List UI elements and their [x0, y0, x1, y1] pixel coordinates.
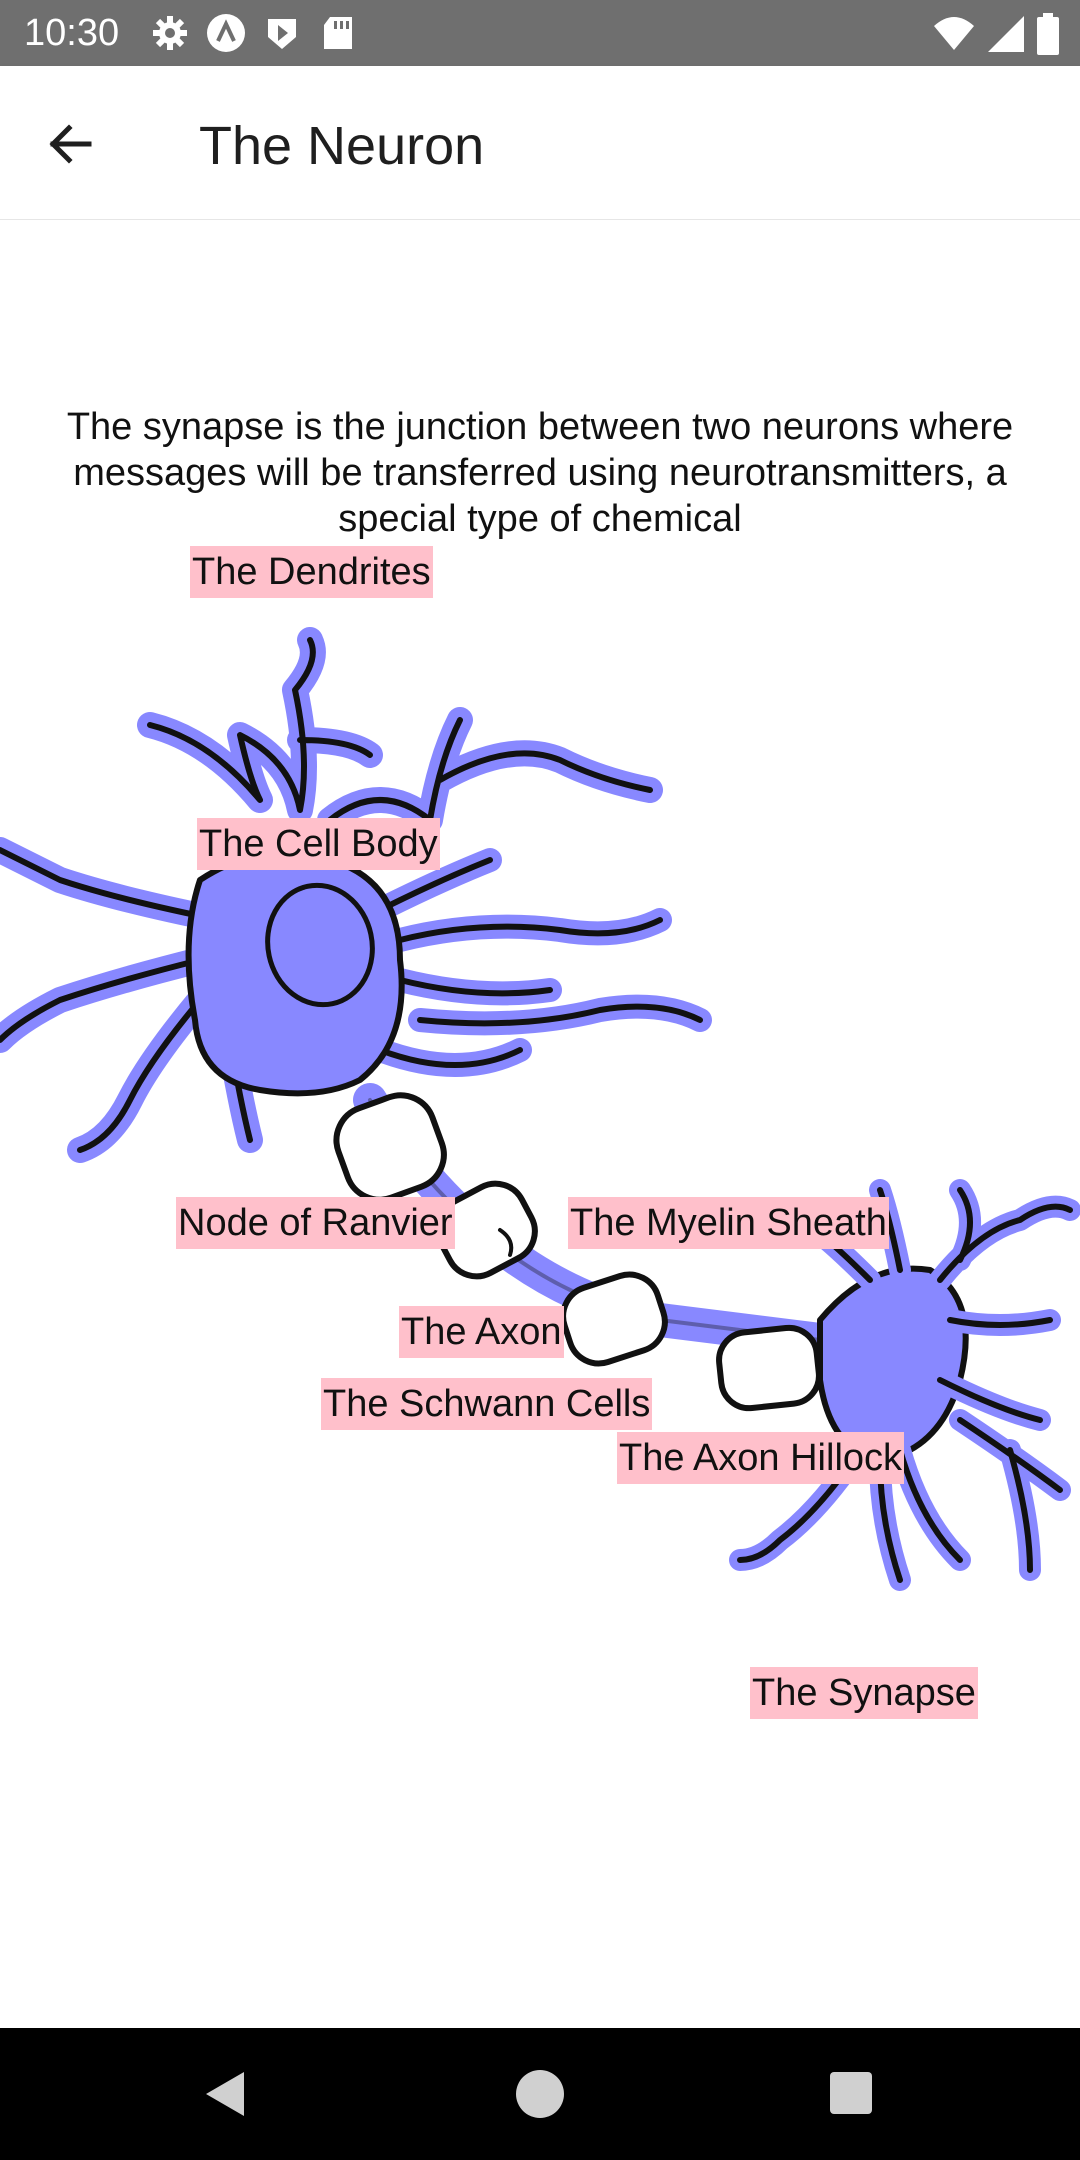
label-cell-body[interactable]: The Cell Body — [197, 818, 440, 870]
back-button[interactable] — [30, 106, 110, 186]
play-store-icon — [262, 13, 302, 53]
content-area: The synapse is the junction between two … — [0, 220, 1080, 2028]
label-synapse[interactable]: The Synapse — [750, 1667, 978, 1719]
label-axon[interactable]: The Axon — [399, 1306, 564, 1358]
status-time: 10:30 — [24, 12, 120, 54]
label-schwann-cells[interactable]: The Schwann Cells — [321, 1378, 653, 1430]
settings-icon — [150, 13, 190, 53]
label-node-of-ranvier[interactable]: Node of Ranvier — [176, 1197, 455, 1249]
page-title: The Neuron — [199, 116, 485, 176]
status-right-icons — [932, 13, 1060, 60]
nav-back-icon[interactable] — [200, 2068, 248, 2125]
sd-card-icon — [318, 13, 358, 53]
label-dendrites[interactable]: The Dendrites — [190, 546, 433, 598]
notification-a-icon — [206, 13, 246, 53]
nav-recents-icon[interactable] — [830, 2072, 872, 2114]
description-text: The synapse is the junction between two … — [66, 406, 1014, 540]
app-bar: The Neuron — [0, 66, 1080, 220]
label-axon-hillock[interactable]: The Axon Hillock — [617, 1432, 905, 1484]
nav-home-icon[interactable] — [516, 2070, 564, 2118]
battery-icon — [1036, 13, 1060, 60]
signal-icon — [986, 14, 1026, 59]
status-bar: 10:30 — [0, 0, 1080, 66]
label-myelin-sheath[interactable]: The Myelin Sheath — [568, 1197, 889, 1249]
system-nav-bar — [0, 2028, 1080, 2160]
status-left-icons — [150, 13, 358, 53]
arrow-left-icon — [45, 119, 95, 174]
wifi-icon — [932, 14, 976, 59]
